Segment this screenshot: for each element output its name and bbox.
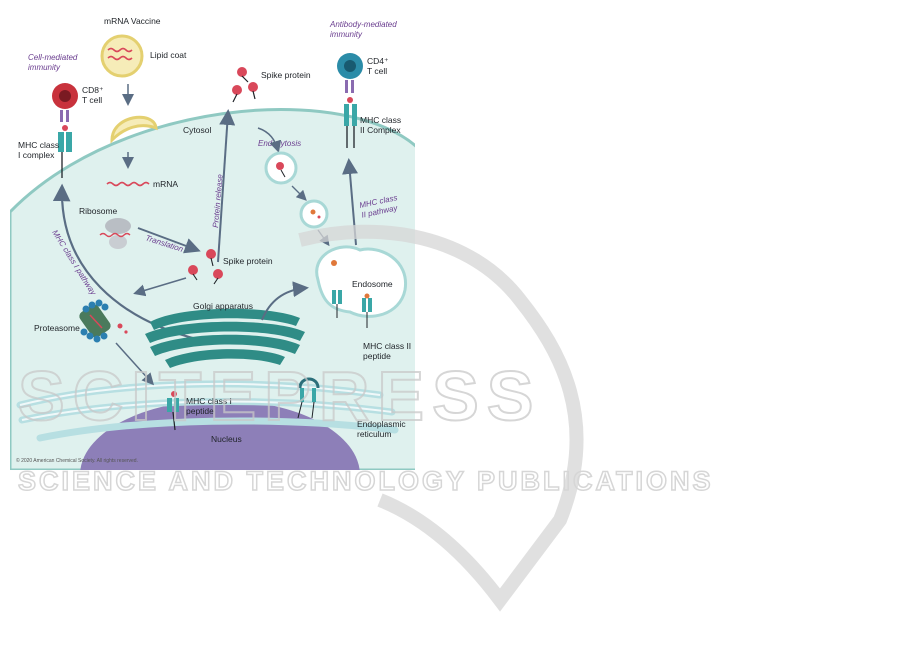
lipid-coat-label: Lipid coat bbox=[150, 50, 187, 60]
watermark: SCITEPRESS SCIENCE AND TECHNOLOGY PUBLIC… bbox=[17, 224, 714, 612]
peptide-fragment bbox=[117, 323, 123, 329]
proteasome bbox=[79, 299, 111, 343]
cd8-label: CD8⁺ T cell bbox=[82, 85, 106, 105]
mrna-label: mRNA bbox=[153, 179, 178, 189]
mrna-strand bbox=[106, 181, 150, 187]
er-label: Endoplasmic reticulum bbox=[357, 419, 408, 439]
lipid-nanoparticle bbox=[100, 34, 144, 78]
peptide-fragment bbox=[124, 330, 128, 334]
peptide-to-er-arrow bbox=[115, 342, 155, 386]
antibody-mediated-label: Antibody-mediated immunity bbox=[329, 20, 399, 39]
ribosome-label: Ribosome bbox=[79, 206, 118, 216]
to-proteasome-arrow bbox=[133, 277, 187, 297]
cell-mediated-label: Cell-mediated immunity bbox=[28, 53, 80, 72]
spike-protein-top-label: Spike protein bbox=[261, 70, 311, 80]
mrna-vaccine-label: mRNA Vaccine bbox=[104, 16, 161, 26]
cd4-t-cell bbox=[337, 53, 363, 148]
endosome-label: Endosome bbox=[352, 279, 393, 289]
spike-protein-mid-label: Spike protein bbox=[223, 256, 273, 266]
er-mhc-molecule bbox=[297, 377, 320, 419]
nucleus-shape bbox=[80, 400, 360, 470]
cd8-t-cell bbox=[52, 83, 78, 178]
cytosol-label: Cytosol bbox=[183, 125, 211, 135]
mhc2-peptide-molecules bbox=[332, 290, 372, 328]
protein-release-arrow bbox=[217, 109, 236, 263]
watermark-swoosh bbox=[298, 224, 584, 612]
ribosome bbox=[99, 218, 131, 249]
spike-proteins-released bbox=[232, 67, 258, 103]
endocytosis-arrow bbox=[257, 127, 282, 153]
endocytosis-label: Endocytosis bbox=[258, 139, 301, 148]
cd4-label: CD4⁺ T cell bbox=[367, 56, 391, 76]
fused-lipid-coat bbox=[110, 115, 158, 144]
mhc1-peptide-molecule bbox=[167, 391, 179, 431]
golgi-label: Golgi apparatus bbox=[193, 301, 253, 311]
golgi-to-endosome-arrow bbox=[261, 281, 309, 321]
vesicle-arrow-1 bbox=[291, 185, 307, 201]
mhc2-complex-label: MHC class II Complex bbox=[360, 115, 403, 135]
golgi-apparatus bbox=[145, 308, 305, 368]
mhc1-complex-label: MHC class I complex bbox=[18, 140, 61, 160]
watermark-title: SCITEPRESS bbox=[18, 357, 541, 435]
spike-proteins-translated bbox=[188, 249, 223, 285]
nucleus-label: Nucleus bbox=[211, 434, 242, 444]
translation-arrow bbox=[137, 227, 201, 254]
copyright-text: © 2020 American Chemical Society. All ri… bbox=[16, 457, 138, 464]
proteasome-label: Proteasome bbox=[34, 323, 80, 333]
watermark-subtitle: SCIENCE AND TECHNOLOGY PUBLICATIONS bbox=[18, 466, 714, 496]
mhc2-peptide-label: MHC class II peptide bbox=[363, 341, 414, 361]
mhc1-peptide-label: MHC class I peptide bbox=[186, 396, 234, 416]
endocytic-vesicles bbox=[264, 151, 329, 229]
